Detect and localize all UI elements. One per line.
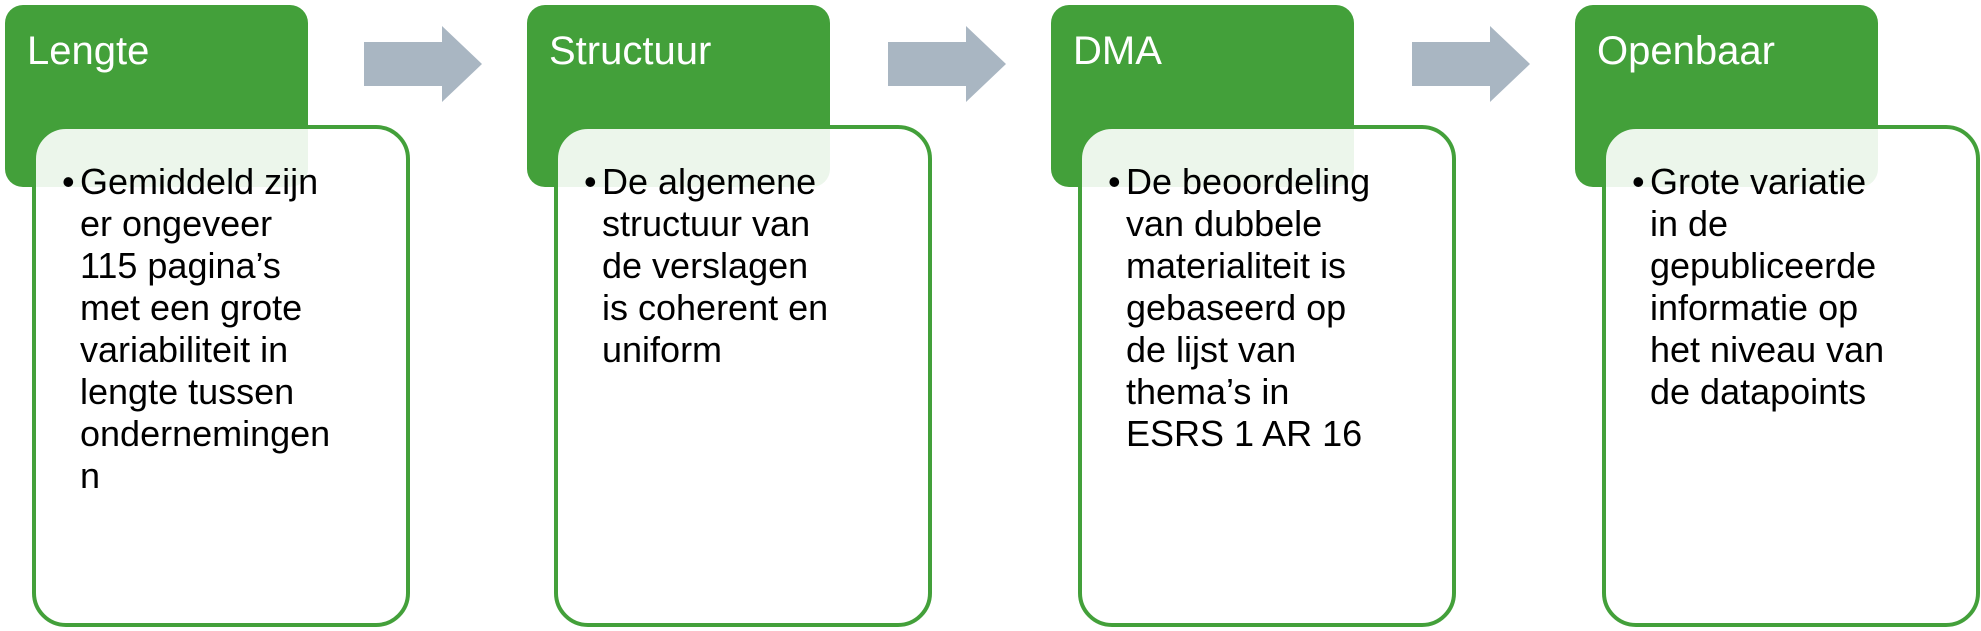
step-card: • De algemene structuur van de verslagen…: [554, 125, 932, 627]
arrow-right-icon: [1412, 26, 1530, 102]
step-title: DMA: [1073, 29, 1162, 73]
arrow-right-icon: [364, 26, 482, 102]
step-openbaar: Openbaar • Grote variatie in de gepublic…: [1570, 0, 1981, 631]
step-card: • Gemiddeld zijn er ongeveer 115 pagina’…: [32, 125, 410, 627]
arrow-right-icon: [888, 26, 1006, 102]
step-card: • De beoordeling van dubbele materialite…: [1078, 125, 1456, 627]
bullet-item: • De algemene structuur van de verslagen…: [584, 161, 914, 371]
step-dma: DMA • De beoordeling van dubbele materia…: [1046, 0, 1466, 631]
bullet-text: Gemiddeld zijn er ongeveer 115 pagina’s …: [80, 161, 331, 496]
step-title: Structuur: [549, 29, 712, 73]
bullet-text: Grote variatie in de gepubliceerde infor…: [1650, 161, 1885, 412]
step-title: Openbaar: [1597, 29, 1775, 73]
bullet-marker: •: [584, 161, 597, 202]
step-structuur: Structuur • De algemene structuur van de…: [522, 0, 942, 631]
bullet-marker: •: [62, 161, 75, 202]
bullet-marker: •: [1632, 161, 1645, 202]
bullet-text: De beoordeling van dubbele materialiteit…: [1126, 161, 1371, 454]
bullet-item: • De beoordeling van dubbele materialite…: [1108, 161, 1438, 455]
bullet-text: De algemene structuur van de verslagen i…: [602, 161, 829, 370]
bullet-item: • Grote variatie in de gepubliceerde inf…: [1632, 161, 1962, 413]
step-lengte: Lengte • Gemiddeld zijn er ongeveer 115 …: [0, 0, 420, 631]
bullet-marker: •: [1108, 161, 1121, 202]
step-title: Lengte: [27, 29, 150, 73]
bullet-item: • Gemiddeld zijn er ongeveer 115 pagina’…: [62, 161, 392, 497]
step-card: • Grote variatie in de gepubliceerde inf…: [1602, 125, 1980, 627]
